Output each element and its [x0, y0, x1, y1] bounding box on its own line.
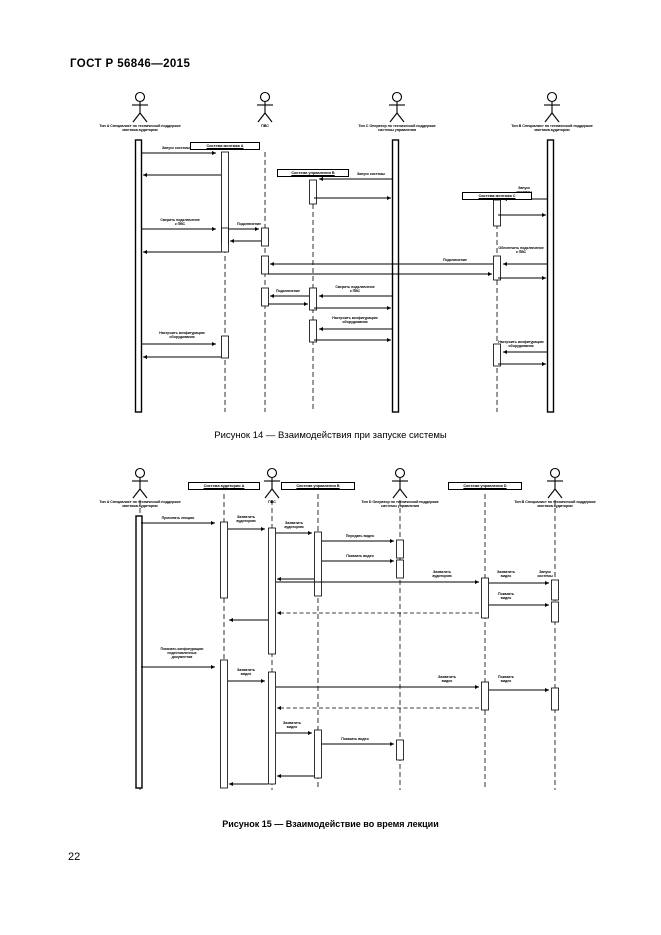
figure-14-msg-connect-c: Подключение [276, 289, 300, 293]
page-number: 22 [68, 851, 81, 863]
figure-14-actor-label-a: Тип A Специалист по технической поддержк… [99, 124, 181, 133]
figure-15-msg-launch-d: Запуск системы [537, 570, 553, 579]
figure-15-msg-show-config-docs: Показать конфигурацию подготовленных док… [160, 647, 204, 660]
figure-15-msg-show-video-1: Показать видео [346, 554, 374, 558]
figure-14-msg-config-a: Настроить конфигурацию оборудования [159, 331, 205, 340]
figure-15-msg-send-video: Передать видео [345, 534, 375, 538]
standard-header: ГОСТ Р 56846—2015 [70, 58, 191, 70]
figure-14-object-box-system-upr-b: Система управления B [277, 169, 349, 177]
figure-14-actor-label-c: Тип C Оператор по технической поддержке … [358, 124, 436, 133]
figure-15-actor-label-b: Тип B Специалист по технической поддержк… [514, 500, 596, 509]
figure-15-msg-capture-video-b: Захватить видео [283, 721, 301, 730]
figure-14-caption: Рисунок 14 — Взаимодействия при запуске … [214, 430, 447, 441]
figure-14-msg-provide-conn: Обеспечить подключение к ПВС [498, 246, 544, 255]
figure-14-msg-connection-c: Подключение [443, 258, 467, 262]
figure-15-caption: Рисунок 15 — Взаимодействие во время лек… [222, 819, 439, 829]
figure-14-actor-label-pvs: ПВС [261, 124, 269, 128]
figure-14-msg-check-conn-a: Сверить подключение к ПВС [160, 218, 200, 227]
figure-15-actor-label-pvs: ПВС [268, 500, 276, 504]
figure-14-actor-label-b: Тип B Специалист по технической поддержк… [511, 124, 593, 133]
figure-15-actor-label-a: Тип A Специалист по технической поддержк… [99, 500, 181, 509]
figure-15-msg-capture-video-d: Захватить видео [497, 570, 515, 579]
figure-14-msg-check-conn-c: Сверить подключение к ПВС [335, 285, 375, 294]
figure-15-msg-show-video-2: Показать видео [498, 592, 514, 601]
figure-14-msg-launch-c: Запуск системы [516, 186, 532, 195]
figure-15-msg-show-video-right: Показать видео [498, 675, 514, 684]
figure-15-msg-capture-aud-d: Захватить аудиторию [432, 570, 452, 579]
figure-15-msg-show-video-3: Показать видео [341, 737, 369, 741]
figure-15-msg-capture-aud-b: Захватить аудиторию [284, 521, 304, 530]
figure-15-msg-read-lecture: Прочитать лекцию [161, 516, 195, 520]
figure-15-msg-capture-video-a: Захватить видео [237, 668, 255, 677]
figure-14-msg-connect-a: Подключение [237, 222, 261, 226]
figure-15-object-box-auditorium-a: Система аудитории A [188, 482, 260, 490]
figure-15-msg-capture-aud-a: Захватить аудиторию [236, 515, 256, 524]
figure-14-msg-config-b: Настроить конфигурацию оборудования [498, 340, 544, 349]
figure-15-msg-capture-video-right: Захватить видео [438, 675, 456, 684]
figure-14-msg-launch-a: Запуск системы [161, 146, 191, 150]
figure-14-msg-config-c: Настроить конфигурацию оборудования [332, 316, 378, 325]
figure-15-object-box-control-d: Система управления D [448, 482, 522, 490]
figure-14-object-box-system-a: Система монтажа A [190, 142, 260, 150]
figure-14-object-box-system-c: Система монтажа C [462, 192, 532, 200]
figure-15-actor-label-d: Тип D Оператор по технической поддержке … [361, 500, 439, 509]
figure-15-object-box-control-b: Система управления B [281, 482, 355, 490]
figure-14-msg-launch-b: Запуск системы [356, 172, 386, 176]
